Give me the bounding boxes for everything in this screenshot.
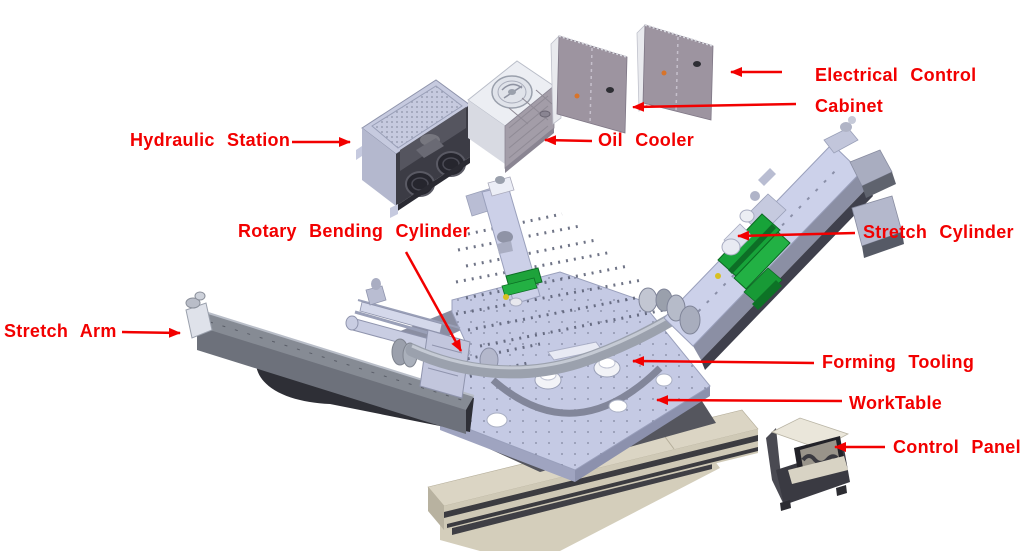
label-stretch-cylinder: Stretch Cylinder — [863, 222, 1014, 242]
oil-cooler-illustration — [467, 60, 555, 173]
label-forming-tooling: Forming Tooling — [822, 352, 975, 372]
column-clamp-green — [501, 267, 543, 307]
label-electrical-control-cabinet: Electrical Control Cabinet — [815, 60, 1005, 122]
label-oil-cooler: Oil Cooler — [598, 130, 695, 150]
electrical-cabinet-left — [550, 35, 628, 134]
label-control-panel: Control Panel — [893, 437, 1021, 457]
arrow-forming-tooling — [632, 356, 815, 367]
stretch-arm-left-illustration — [185, 278, 499, 434]
arrow-stretch-arm — [121, 327, 181, 338]
arrow-electrical-cabinet-left — [632, 101, 797, 112]
label-electrical-control-cabinet-line2: Cabinet — [815, 96, 884, 116]
arrow-oil-cooler — [544, 135, 593, 146]
hydraulic-station-illustration — [356, 79, 471, 218]
stretch-arm-right-illustration — [638, 116, 904, 370]
label-rotary-bending-cylinder: Rotary Bending Cylinder — [238, 221, 470, 241]
callout-arrows — [121, 67, 885, 452]
rotary-bending-column — [465, 176, 543, 307]
control-panel-illustration — [766, 417, 850, 511]
control-panel-screen — [800, 440, 839, 468]
electrical-cabinets-illustration — [550, 24, 714, 134]
label-electrical-control-cabinet-line1: Electrical Control — [815, 65, 977, 85]
cabinet-handle-icon — [606, 87, 614, 93]
arrow-rotary-bending-cylinder — [404, 251, 463, 352]
forming-tooling-arc — [490, 365, 663, 417]
label-hydraulic-station: Hydraulic Station — [130, 130, 291, 150]
arrow-stretch-cylinder — [737, 230, 856, 241]
label-stretch-arm: Stretch Arm — [4, 321, 117, 341]
cabinet-handle-icon — [693, 61, 701, 67]
label-worktable: WorkTable — [849, 393, 943, 413]
arrow-worktable — [656, 395, 843, 406]
electrical-cabinet-right — [636, 24, 714, 121]
